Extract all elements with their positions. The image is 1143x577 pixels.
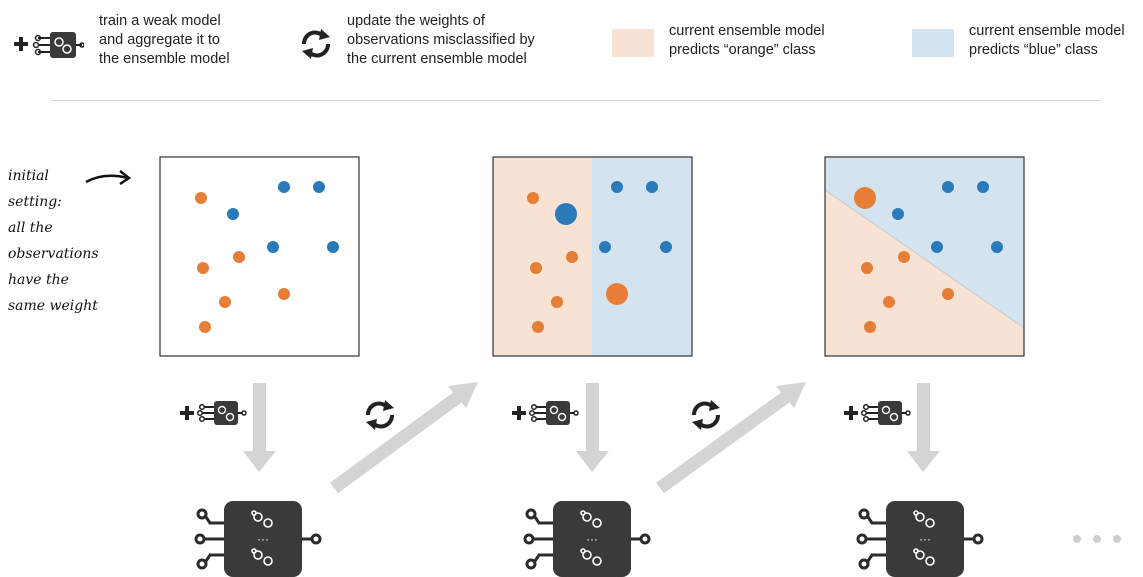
orange-point xyxy=(942,288,954,300)
blue-point xyxy=(991,241,1003,253)
plus-gears-chip-icon xyxy=(14,32,84,58)
blue-point xyxy=(977,181,989,193)
plus-gears-chip-icon xyxy=(511,400,579,426)
plus-gears-chip-icon xyxy=(179,400,247,426)
blue-point xyxy=(278,181,290,193)
orange-point xyxy=(532,321,544,333)
refresh-cycle-icon xyxy=(690,398,722,432)
legend-update-text: update the weights of observations miscl… xyxy=(347,13,535,67)
legend-blue-text: current ensemble model predicts “blue” c… xyxy=(969,23,1125,58)
orange-point xyxy=(898,251,910,263)
legend-train-text: train a weak model and aggregate it to t… xyxy=(99,13,230,67)
down-arrow xyxy=(907,383,940,472)
panel-step-1-points xyxy=(527,181,672,333)
diagonal-arrow xyxy=(656,382,806,494)
panel-initial xyxy=(159,156,360,357)
orange-point xyxy=(854,187,876,209)
orange-point xyxy=(861,262,873,274)
blue-point xyxy=(892,208,904,220)
diagonal-arrow xyxy=(330,382,478,494)
blue-point xyxy=(660,241,672,253)
blue-point xyxy=(931,241,943,253)
annotation-arrow-icon xyxy=(85,170,132,186)
orange-point xyxy=(195,192,207,204)
orange-point xyxy=(199,321,211,333)
blue-point xyxy=(227,208,239,220)
blue-point xyxy=(313,181,325,193)
refresh-cycle-icon xyxy=(302,29,330,59)
orange-point xyxy=(233,251,245,263)
orange-region-swatch xyxy=(612,29,654,57)
legend-orange-text: current ensemble model predicts “orange”… xyxy=(669,23,825,58)
blue-point xyxy=(646,181,658,193)
ensemble-model-chip-icon xyxy=(194,499,322,577)
blue-point xyxy=(599,241,611,253)
down-arrow xyxy=(243,383,276,472)
orange-point xyxy=(606,283,628,305)
orange-point xyxy=(527,192,539,204)
initial-setting-annotation: initial setting: all the observations ha… xyxy=(8,168,99,314)
blue-point xyxy=(327,241,339,253)
blue-point xyxy=(942,181,954,193)
orange-point xyxy=(566,251,578,263)
orange-point xyxy=(530,262,542,274)
ensemble-model-chip-icon xyxy=(523,499,651,577)
blue-point xyxy=(555,203,577,225)
blue-point xyxy=(267,241,279,253)
down-arrow xyxy=(576,383,609,472)
orange-point xyxy=(219,296,231,308)
ellipsis-icon xyxy=(1073,535,1121,543)
orange-point xyxy=(864,321,876,333)
panel-step-2 xyxy=(824,156,1025,357)
ensemble-model-chip-icon xyxy=(856,499,984,577)
orange-point xyxy=(551,296,563,308)
panel-step-1 xyxy=(492,156,693,357)
orange-point xyxy=(197,262,209,274)
blue-point xyxy=(611,181,623,193)
orange-point xyxy=(883,296,895,308)
legend-divider xyxy=(52,100,1100,101)
blue-region-swatch xyxy=(912,29,954,57)
orange-point xyxy=(278,288,290,300)
refresh-cycle-icon xyxy=(364,398,396,432)
plus-gears-chip-icon xyxy=(843,400,911,426)
panel-initial-points xyxy=(195,181,339,333)
panel-step-2-points xyxy=(854,181,1003,333)
